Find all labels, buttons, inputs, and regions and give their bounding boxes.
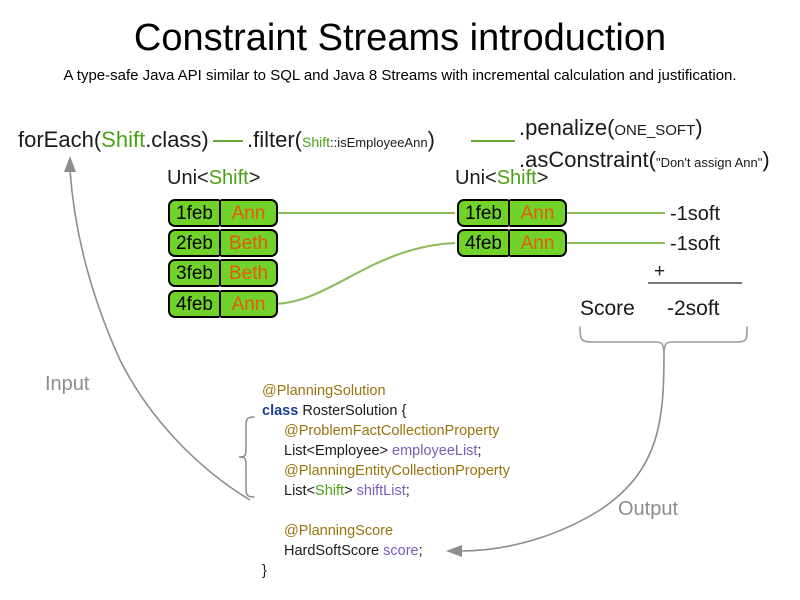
matched-shift-box[interactable]: 1feb Ann xyxy=(457,199,567,227)
score-brace xyxy=(579,326,748,353)
page-title: Constraint Streams introduction xyxy=(133,17,667,59)
matched-shift-employee: Ann xyxy=(509,229,567,257)
input-arrow-head xyxy=(64,156,76,172)
code-field-name: employeeList xyxy=(392,443,478,459)
output-label: Output xyxy=(618,498,679,520)
input-arrow xyxy=(69,169,251,501)
penalize-name: .penalize( xyxy=(519,115,615,140)
matched-shift-date: 4feb xyxy=(457,229,509,257)
filter-name: .filter( xyxy=(247,127,302,152)
uni-left-generic: Shift xyxy=(208,167,249,189)
pipeline-op-filter: .filter(Shift::isEmployeeAnn) xyxy=(247,127,435,156)
shift-employee: Beth xyxy=(220,229,278,257)
code-line: HardSoftScore score; xyxy=(262,541,510,561)
penalty-label: -1soft xyxy=(670,233,721,255)
matched-shift-box[interactable]: 4feb Ann xyxy=(457,229,567,257)
uni-right-prefix: Uni< xyxy=(455,167,497,189)
shift-employee: Beth xyxy=(220,259,278,287)
code-field-type: List<Employee> xyxy=(284,443,393,459)
penalize-arg: ONE_SOFT xyxy=(614,122,696,139)
pipeline-op-foreach: forEach(Shift.class) xyxy=(18,127,209,153)
code-line: @PlanningEntityCollectionProperty xyxy=(262,461,510,481)
code-class-name: RosterSolution { xyxy=(298,403,407,419)
shift-box[interactable]: 1feb Ann xyxy=(168,199,278,227)
uni-right-generic: Shift xyxy=(496,167,537,189)
code-line: @PlanningSolution xyxy=(262,381,510,401)
penalty-label: -1soft xyxy=(670,203,721,225)
asconstraint-name: .asConstraint( xyxy=(519,147,656,172)
connector-shift4-match2 xyxy=(271,242,456,305)
input-label: Input xyxy=(45,373,90,395)
shift-employee: Ann xyxy=(220,199,278,227)
code-keyword-class: class xyxy=(262,403,299,419)
code-generic-shift: Shift xyxy=(315,483,345,499)
asconstraint-suffix: ) xyxy=(762,147,770,172)
code-field-type: List< xyxy=(284,483,316,499)
matched-shift-employee: Ann xyxy=(509,199,567,227)
code-annotation: @PlanningEntityCollectionProperty xyxy=(284,463,510,479)
code-fields-brace xyxy=(238,416,255,498)
score-label: Score xyxy=(580,297,635,320)
shift-employee: Ann xyxy=(220,290,278,318)
pipeline-op-asconstraint: .asConstraint("Don't assign Ann") xyxy=(519,145,770,177)
sum-operator: + xyxy=(654,261,666,282)
shift-date: 3feb xyxy=(168,259,220,287)
uni-left-prefix: Uni< xyxy=(167,167,209,189)
code-line: @ProblemFactCollectionProperty xyxy=(262,421,510,441)
filter-arg-rest: ::isEmployeeAnn xyxy=(330,135,428,150)
penalize-suffix: ) xyxy=(695,115,703,140)
code-block: @PlanningSolution class RosterSolution {… xyxy=(262,381,510,581)
pipeline-terminal-ops: .penalize(ONE_SOFT) .asConstraint("Don't… xyxy=(519,113,770,177)
pipeline-op-penalize: .penalize(ONE_SOFT) xyxy=(519,113,770,145)
stream-type-right: Uni<Shift> xyxy=(455,166,548,190)
foreach-name: forEach( xyxy=(18,127,102,152)
code-semicolon: ; xyxy=(405,483,410,499)
code-field-type: HardSoftScore xyxy=(284,543,384,559)
asconstraint-arg: "Don't assign Ann" xyxy=(655,155,763,170)
code-blank-line xyxy=(262,501,510,521)
code-line: List<Employee> employeeList; xyxy=(262,441,510,461)
uni-left-suffix: > xyxy=(248,167,261,189)
output-arrow-head xyxy=(446,545,462,557)
filter-arg-type: Shift xyxy=(302,134,331,150)
shift-date: 1feb xyxy=(168,199,220,227)
code-annotation: @ProblemFactCollectionProperty xyxy=(284,423,500,439)
foreach-suffix: .class) xyxy=(145,127,209,152)
code-semicolon: ; xyxy=(418,543,423,559)
code-semicolon: ; xyxy=(477,443,482,459)
page-subtitle: A type-safe Java API similar to SQL and … xyxy=(63,67,737,84)
matched-shift-date: 1feb xyxy=(457,199,509,227)
code-field-name: score xyxy=(383,543,419,559)
code-line: } xyxy=(262,561,510,581)
code-closing-brace: } xyxy=(262,563,267,579)
code-line: List<Shift> shiftList; xyxy=(262,481,510,501)
code-field-name: shiftList xyxy=(356,483,406,499)
shift-date: 4feb xyxy=(168,290,220,318)
stream-type-left: Uni<Shift> xyxy=(167,166,260,190)
uni-right-suffix: > xyxy=(536,167,549,189)
output-arrow xyxy=(459,351,665,552)
score-total: -2soft xyxy=(667,297,720,320)
code-annotation: @PlanningSolution xyxy=(262,383,386,399)
code-annotation: @PlanningScore xyxy=(284,523,394,539)
shift-box[interactable]: 2feb Beth xyxy=(168,229,278,257)
foreach-generic: Shift xyxy=(101,127,146,152)
shift-date: 2feb xyxy=(168,229,220,257)
code-line: class RosterSolution { xyxy=(262,401,510,421)
shift-box[interactable]: 3feb Beth xyxy=(168,259,278,287)
shift-box[interactable]: 4feb Ann xyxy=(168,290,278,318)
code-line: @PlanningScore xyxy=(262,521,510,541)
filter-suffix: ) xyxy=(427,127,435,152)
code-field-type-close: > xyxy=(344,483,357,499)
